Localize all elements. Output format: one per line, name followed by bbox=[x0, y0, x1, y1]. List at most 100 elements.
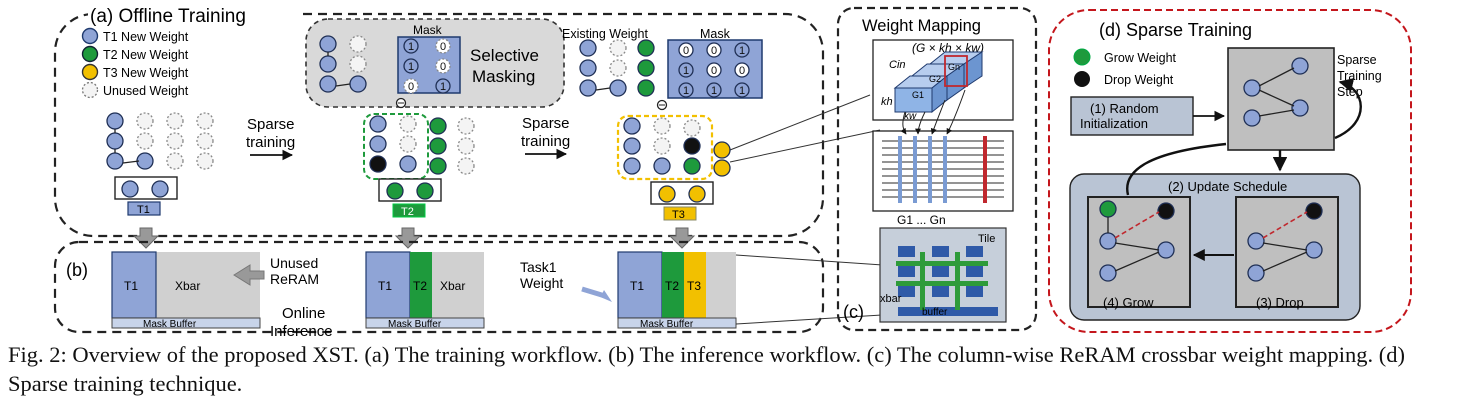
mask-bit: 0 bbox=[440, 41, 446, 53]
weight-node bbox=[196, 152, 214, 170]
weight-node bbox=[457, 137, 475, 155]
mask-bit: 1 bbox=[408, 41, 414, 53]
drop-label: (3) Drop bbox=[1256, 295, 1304, 310]
weight-node bbox=[579, 79, 597, 97]
weight-node bbox=[403, 78, 419, 94]
existing-weight-label: Existing Weight bbox=[562, 27, 648, 41]
unused-reram-1: Unused bbox=[270, 255, 318, 271]
weight-node bbox=[1243, 79, 1261, 97]
weight-node bbox=[1099, 264, 1117, 282]
weight-node bbox=[623, 157, 641, 175]
task-label-t3: T3 bbox=[672, 209, 685, 221]
weight-node bbox=[369, 135, 387, 153]
connection-line bbox=[1114, 251, 1160, 272]
connection-line bbox=[1262, 211, 1308, 239]
b2-t1: T1 bbox=[378, 279, 392, 293]
mask-bit: 1 bbox=[408, 61, 414, 73]
legend-t3: T3 New Weight bbox=[103, 66, 189, 80]
b3-mask-buffer: Mask Buffer bbox=[640, 319, 694, 330]
b3-t1: T1 bbox=[630, 279, 644, 293]
xst-overview-figure: (a) Offline Training T1 New Weight T2 Ne… bbox=[53, 4, 1412, 340]
weight-node bbox=[1157, 241, 1175, 259]
weight-node bbox=[399, 135, 417, 153]
online-inference-1: Online bbox=[282, 305, 325, 322]
weight-node bbox=[106, 112, 124, 130]
connection-line bbox=[122, 160, 140, 164]
weight-node bbox=[1157, 202, 1175, 220]
init-label-1: (1) Random bbox=[1090, 101, 1159, 116]
connection-line bbox=[1262, 242, 1308, 251]
weight-node bbox=[637, 79, 655, 97]
connection-line bbox=[1262, 251, 1308, 272]
panel-d-frame bbox=[1048, 9, 1412, 333]
sparse-training-1b: training bbox=[246, 134, 295, 151]
mask-title-2: Mask bbox=[700, 27, 731, 41]
crossbar-columns bbox=[898, 136, 987, 203]
mask-bit: 0 bbox=[408, 81, 414, 93]
down-arrow-1 bbox=[132, 227, 160, 249]
connection-line bbox=[1114, 211, 1160, 239]
b1-t1: T1 bbox=[124, 279, 138, 293]
weight-node bbox=[435, 38, 451, 54]
weight-node bbox=[713, 159, 731, 177]
sparse-training-2a: Sparse bbox=[522, 115, 570, 132]
weight-node bbox=[136, 152, 154, 170]
grow-weight-label: Grow Weight bbox=[1104, 51, 1177, 65]
weight-node bbox=[683, 157, 701, 175]
weight-node bbox=[319, 55, 337, 73]
weight-node bbox=[457, 157, 475, 175]
step-label-2: Training bbox=[1337, 69, 1382, 83]
g-label-2: G2 bbox=[929, 74, 941, 84]
weight-node bbox=[1099, 232, 1117, 250]
panel-b-label: (b) bbox=[66, 260, 88, 280]
weight-node bbox=[706, 82, 722, 98]
b3-t3: T3 bbox=[687, 279, 701, 293]
tile-label: Tile bbox=[978, 233, 995, 245]
g-label-n: Gn bbox=[948, 62, 960, 72]
weight-node bbox=[683, 137, 701, 155]
weight-node bbox=[429, 137, 447, 155]
weight-node bbox=[349, 55, 367, 73]
weight-node bbox=[196, 112, 214, 130]
task-label-t2: T2 bbox=[401, 206, 414, 218]
tile-buffer-label: buffer bbox=[922, 307, 948, 318]
panel-d-title: (d) Sparse Training bbox=[1099, 20, 1252, 40]
weight-node bbox=[429, 117, 447, 135]
weight-node bbox=[386, 182, 404, 200]
weight-node bbox=[1291, 99, 1309, 117]
update-label: (2) Update Schedule bbox=[1168, 179, 1287, 194]
weight-node bbox=[637, 39, 655, 57]
t2-selection-region bbox=[363, 113, 429, 180]
task1-weight-1: Task1 bbox=[520, 259, 557, 275]
mask-bit: 1 bbox=[739, 85, 745, 97]
connection-line bbox=[1258, 89, 1295, 107]
weight-node bbox=[1243, 109, 1261, 127]
weight-node bbox=[121, 180, 139, 198]
cin-label: Cin bbox=[889, 59, 906, 71]
g-label-1: G1 bbox=[912, 90, 924, 100]
weight-node bbox=[579, 59, 597, 77]
panel-c-frame bbox=[836, 6, 1038, 332]
legend-t2: T2 New Weight bbox=[103, 48, 189, 62]
mask-title-1: Mask bbox=[413, 23, 443, 37]
weight-node bbox=[399, 155, 417, 173]
b2-t2: T2 bbox=[413, 279, 427, 293]
weight-node bbox=[688, 185, 706, 203]
unused-arrow bbox=[233, 264, 265, 286]
mask-bit: 0 bbox=[739, 65, 745, 77]
legend-t1: T1 New Weight bbox=[103, 30, 189, 44]
weight-node bbox=[623, 117, 641, 135]
weight-node bbox=[1247, 232, 1265, 250]
mask-bit: 1 bbox=[711, 85, 717, 97]
weight-node bbox=[349, 35, 367, 53]
weight-node bbox=[653, 117, 671, 135]
weight-node bbox=[653, 157, 671, 175]
panel-a-title: (a) Offline Training bbox=[90, 6, 246, 27]
weight-node bbox=[1291, 57, 1309, 75]
weight-node bbox=[369, 155, 387, 173]
weight-node bbox=[349, 75, 367, 93]
panel-b-frame bbox=[53, 240, 825, 334]
connection-line bbox=[1258, 109, 1295, 117]
weight-node bbox=[579, 39, 597, 57]
b3-t2: T2 bbox=[665, 279, 679, 293]
